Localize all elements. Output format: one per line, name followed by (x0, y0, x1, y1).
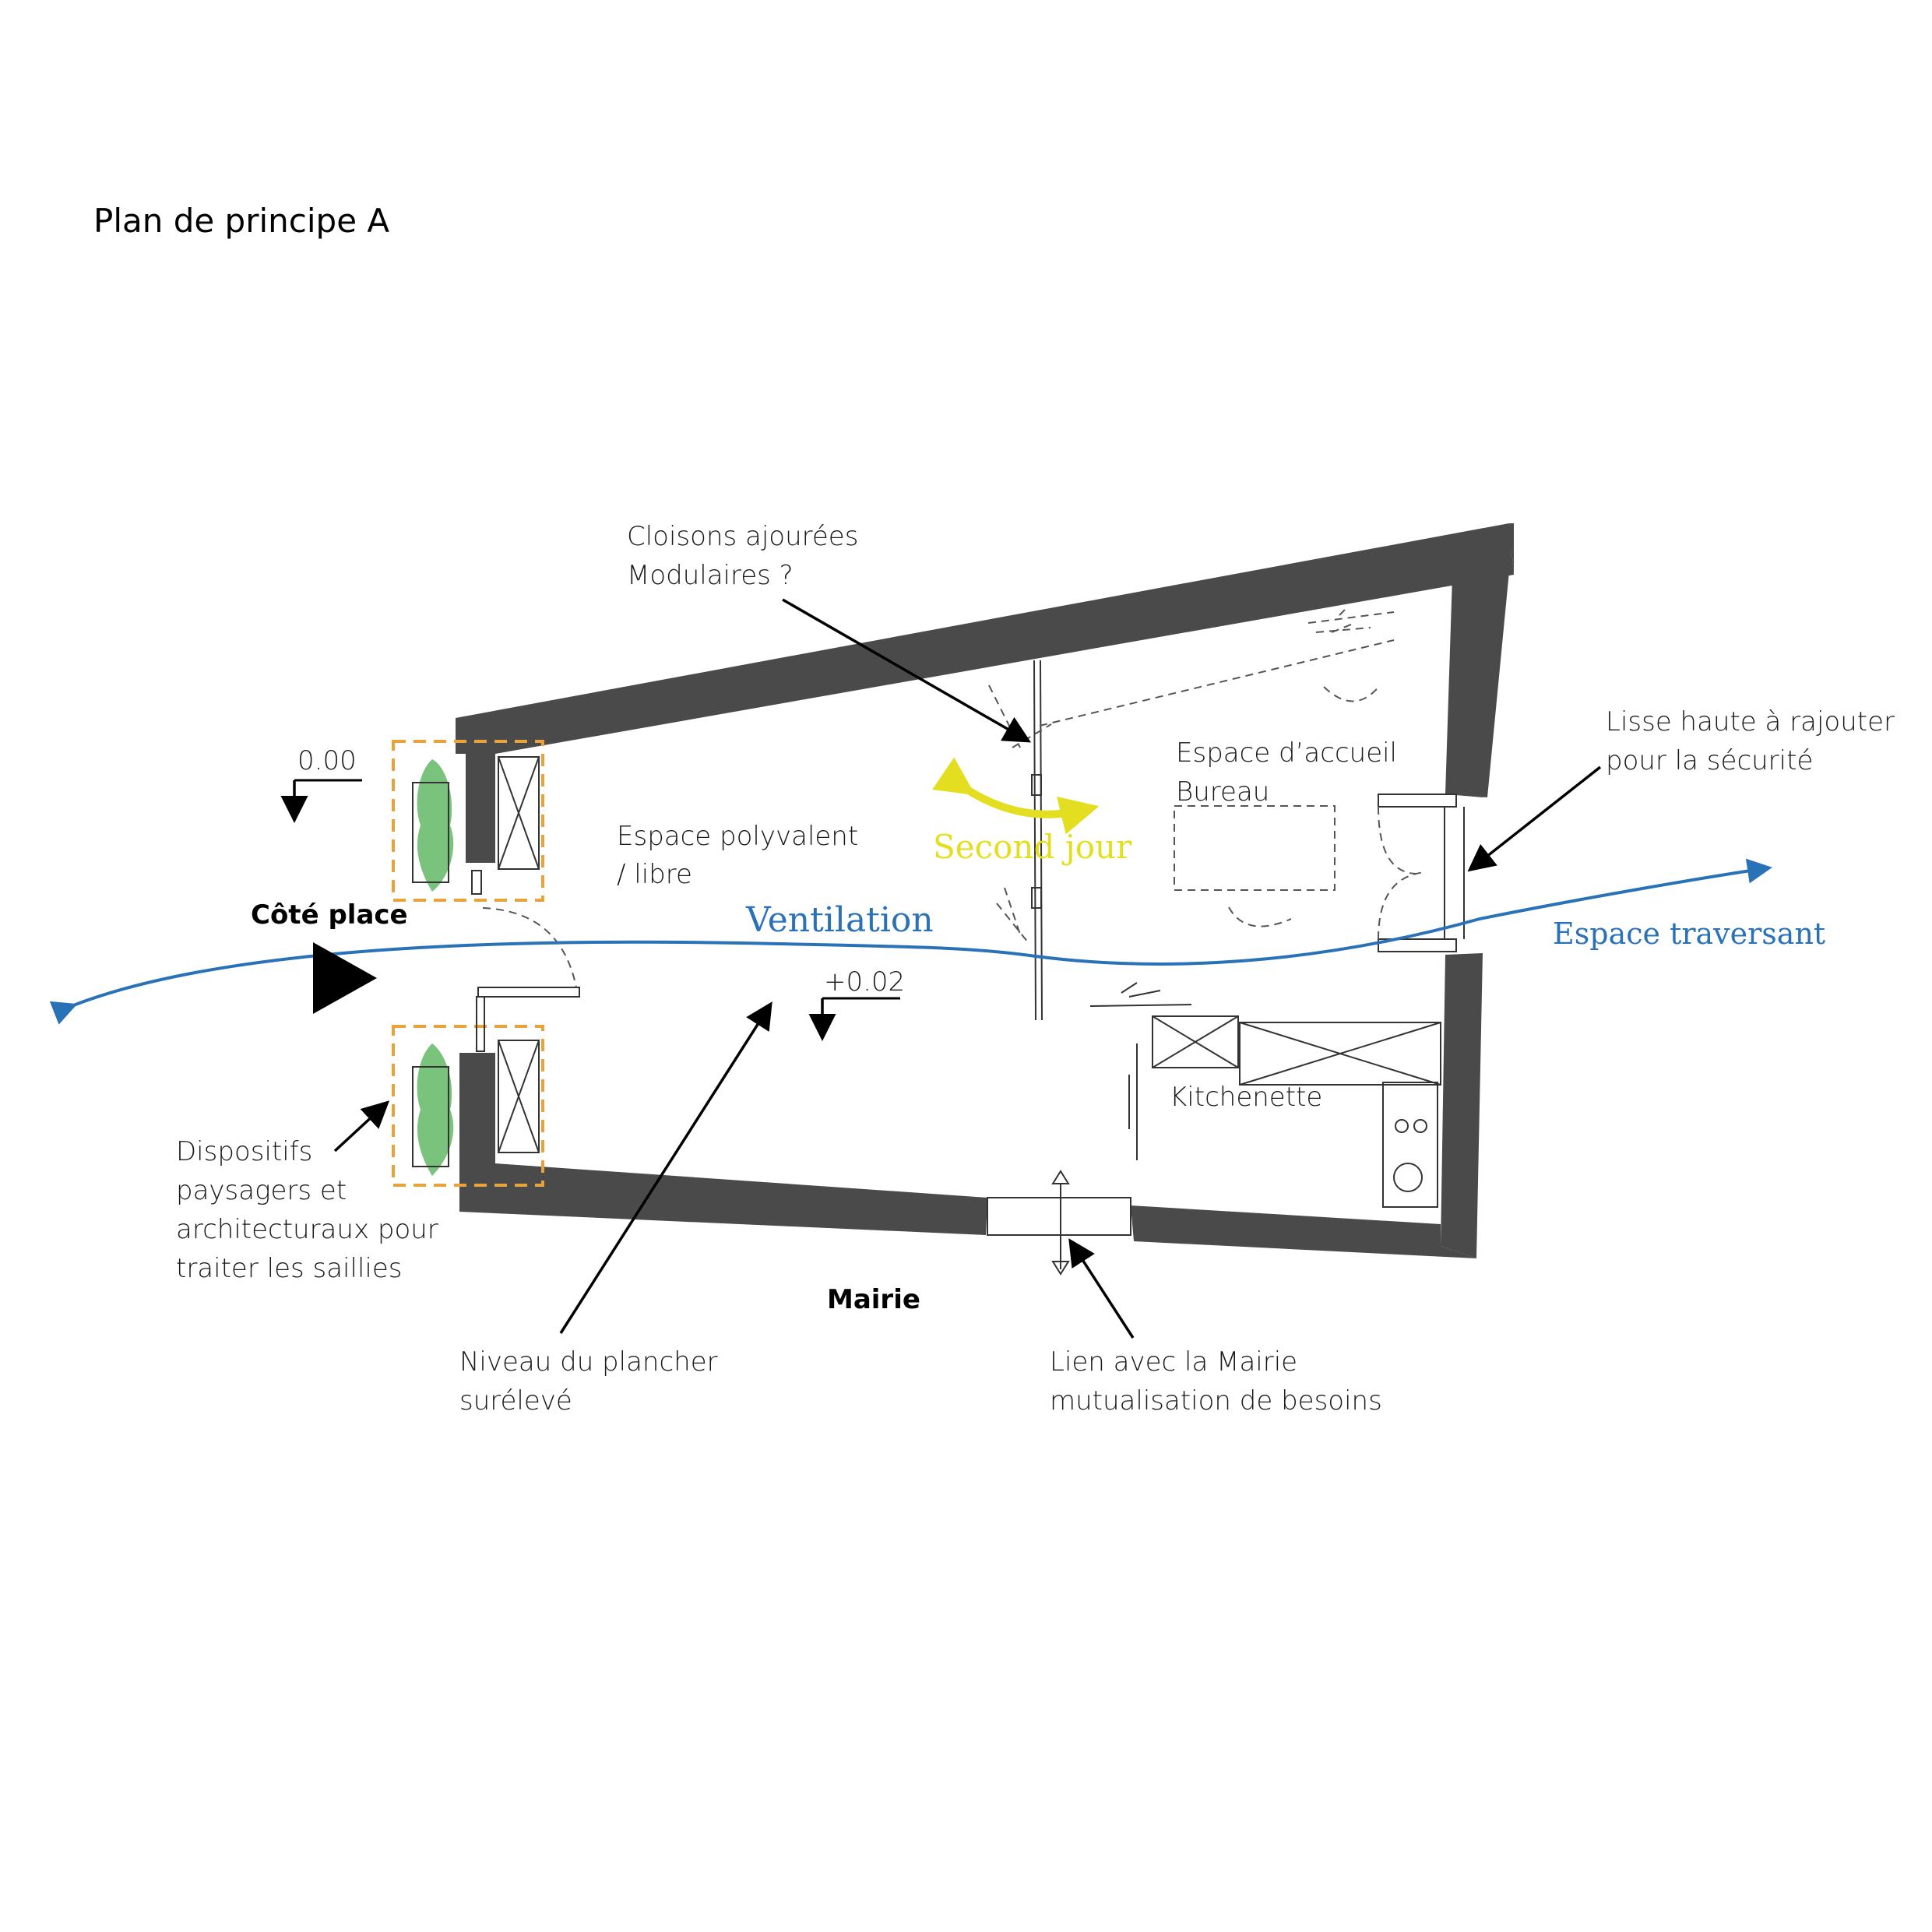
label-niveau-1: Niveau du plancher (459, 1346, 718, 1378)
top-wall (456, 523, 1514, 863)
label-polyvalent-1: Espace polyvalent (617, 821, 858, 852)
label-cloisons-1: Cloisons ajourées (627, 521, 858, 552)
leader-dispositifs (333, 1100, 390, 1153)
label-espace-traversant: Espace traversant (1553, 917, 1825, 951)
bottom-wall-left (459, 1053, 987, 1235)
leader-lisse (1467, 765, 1602, 872)
label-kitchenette: Kitchenette (1170, 1082, 1322, 1113)
level-marker-002 (808, 997, 900, 1041)
ventilation-flow-line (49, 858, 1772, 1025)
label-accueil-1: Espace d’accueil (1176, 737, 1397, 769)
page-title: Plan de principe A (93, 202, 389, 240)
second-jour-arrow (932, 757, 1100, 835)
label-lien-1: Lien avec la Mairie (1050, 1346, 1297, 1378)
label-lisse-1: Lisse haute à rajouter (1606, 706, 1895, 737)
label-lisse-2: pour la sécurité (1606, 745, 1813, 776)
leader-lien-mairie (1068, 1238, 1135, 1339)
plant-icon (417, 759, 454, 892)
plant-icon (417, 1043, 454, 1176)
label-lien-2: mutualisation de besoins (1050, 1385, 1382, 1416)
entrance-arrow-icon (313, 942, 377, 1014)
label-niveau-2: surélevé (459, 1385, 572, 1416)
level-marker-000 (280, 779, 362, 823)
label-level-002: +0.02 (824, 966, 905, 998)
top-right-furniture (1307, 607, 1395, 702)
bottom-wall-right (1131, 1205, 1476, 1258)
desk (1174, 805, 1336, 927)
label-dispositifs-3: architecturaux pour (176, 1214, 438, 1245)
label-dispositifs-2: paysagers et (176, 1175, 347, 1206)
label-dispositifs-1: Dispositifs (176, 1136, 312, 1167)
leader-cloisons (782, 598, 1032, 743)
walls (456, 523, 1514, 1258)
dashed-ceiling-line (1039, 639, 1395, 727)
label-second-jour: Second jour (933, 828, 1132, 866)
planter-bottom (392, 1025, 544, 1187)
label-dispositifs-4: traiter les saillies (176, 1253, 402, 1284)
right-wall-upper-block (1445, 523, 1514, 797)
label-cote-place: Côté place (251, 899, 408, 931)
mairie-opening (987, 1170, 1131, 1276)
left-pier-lower (466, 1053, 495, 1177)
planter-top (392, 740, 544, 902)
right-wall-lower (1441, 953, 1483, 1258)
label-ventilation: Ventilation (745, 900, 934, 940)
entrance-door (471, 870, 580, 1052)
label-accueil-2: Bureau (1176, 776, 1269, 808)
label-cloisons-2: Modulaires ? (627, 560, 794, 591)
leader-niveau (559, 1001, 772, 1334)
label-level-000: 0.00 (297, 745, 357, 776)
label-polyvalent-2: / libre (617, 859, 692, 890)
label-mairie: Mairie (827, 1284, 920, 1315)
